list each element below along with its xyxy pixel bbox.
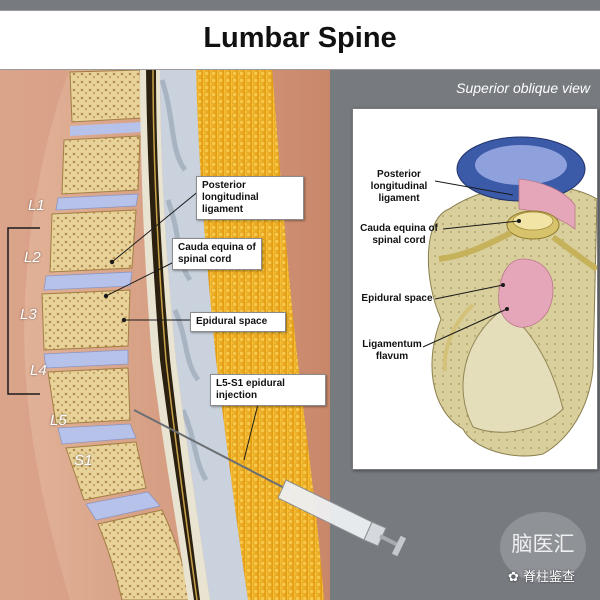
inset-label-cauda-equina: Cauda equina of spinal cord xyxy=(360,223,438,246)
watermark-badge xyxy=(500,512,586,582)
level-label-l4: L4 xyxy=(30,362,47,379)
level-label-s1: S1 xyxy=(74,452,93,469)
vertebra-t12 xyxy=(69,69,143,123)
watermark-logo-text: 脑医汇 xyxy=(511,532,575,556)
ligamentum-flavum xyxy=(498,258,554,328)
callout-epidural-space: Epidural space xyxy=(190,312,286,332)
injection-syringe xyxy=(133,409,407,557)
level-label-l1: L1 xyxy=(28,197,45,214)
inset-panel: Posterior longitudinal ligament Cauda eq… xyxy=(352,108,598,470)
level-label-l5: L5 xyxy=(50,412,67,429)
vertebral-column xyxy=(41,69,191,600)
vertebra-l2 xyxy=(49,209,137,273)
inset-label-epidural-space: Epidural space xyxy=(361,293,433,304)
vertebra-l1 xyxy=(61,135,141,195)
page-title: Lumbar Spine xyxy=(203,22,397,54)
wechat-icon: ✿ xyxy=(508,570,519,585)
watermark-account-name: ✿ 脊柱鉴查 xyxy=(508,566,575,585)
callout-cauda-equina: Cauda equina of spinal cord xyxy=(172,238,262,270)
inset-label-posterior-longitudinal-ligament: Posterior longitudinal ligament xyxy=(370,169,428,204)
callout-epidural-injection: L5-S1 epidural injection xyxy=(210,374,326,406)
inset-label-ligamentum-flavum: Ligamentum flavum xyxy=(362,339,422,362)
level-bracket xyxy=(7,227,40,395)
level-label-l2: L2 xyxy=(24,249,41,266)
vertebra-l4 xyxy=(47,367,131,425)
watermark-account-label: 脊柱鉴查 xyxy=(523,570,576,585)
oblique-vertebra-illustration xyxy=(422,136,597,457)
title-bar: Lumbar Spine xyxy=(0,10,600,70)
interspinous-layer xyxy=(160,68,248,600)
cauda-equina xyxy=(146,68,200,600)
vertebra-l5 xyxy=(65,441,147,501)
inset-view-title: Superior oblique view xyxy=(456,80,590,96)
vertebra-l3 xyxy=(41,289,131,351)
callout-posterior-longitudinal-ligament: Posterior longitudinal ligament xyxy=(196,176,304,220)
level-label-l3: L3 xyxy=(20,306,37,323)
